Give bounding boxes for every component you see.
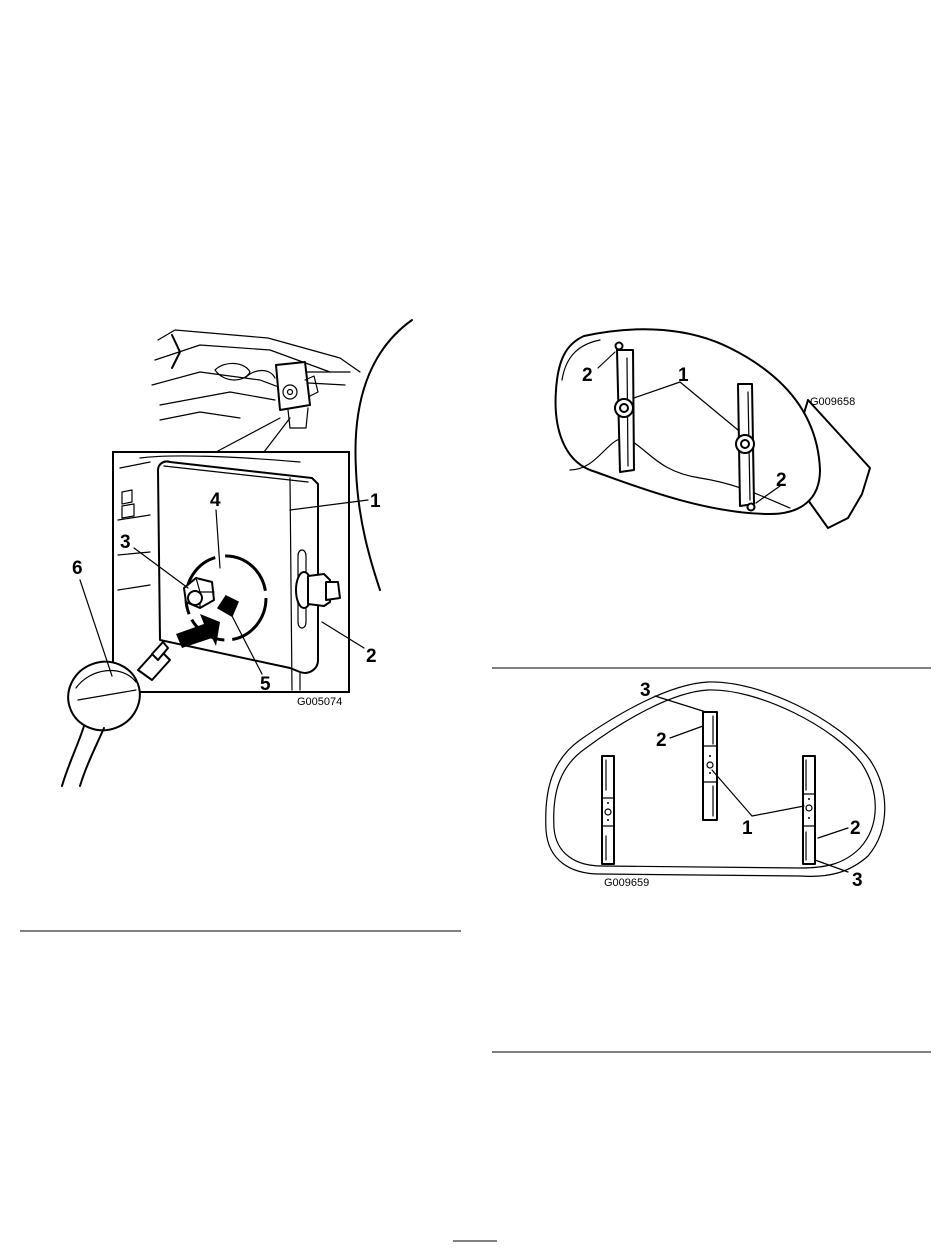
callout-3: 3 xyxy=(852,870,863,891)
callout-2: 2 xyxy=(582,365,593,386)
figure-code: G009658 xyxy=(810,396,855,408)
figure-code: G009659 xyxy=(604,877,649,889)
callout-1: 1 xyxy=(678,365,689,386)
callout-5: 5 xyxy=(260,674,271,695)
spindle-figure: 1 2 3 4 5 6 G005074 xyxy=(59,320,412,786)
callout-4: 4 xyxy=(210,490,221,511)
callout-3: 3 xyxy=(120,532,131,553)
callout-1: 1 xyxy=(742,818,753,839)
callout-6: 6 xyxy=(72,558,83,579)
three-blade-figure: 1 2 2 3 3 G009659 xyxy=(546,680,885,891)
figure-code: G005074 xyxy=(297,696,342,708)
callout-2: 2 xyxy=(850,818,861,839)
blade-position-figure: 1 2 2 G009658 xyxy=(556,329,870,528)
grease-gun xyxy=(59,642,170,786)
callout-3: 3 xyxy=(640,680,651,701)
callout-2: 2 xyxy=(656,730,667,751)
callout-1: 1 xyxy=(370,491,381,512)
callout-2: 2 xyxy=(776,470,787,491)
callout-2: 2 xyxy=(366,646,377,667)
